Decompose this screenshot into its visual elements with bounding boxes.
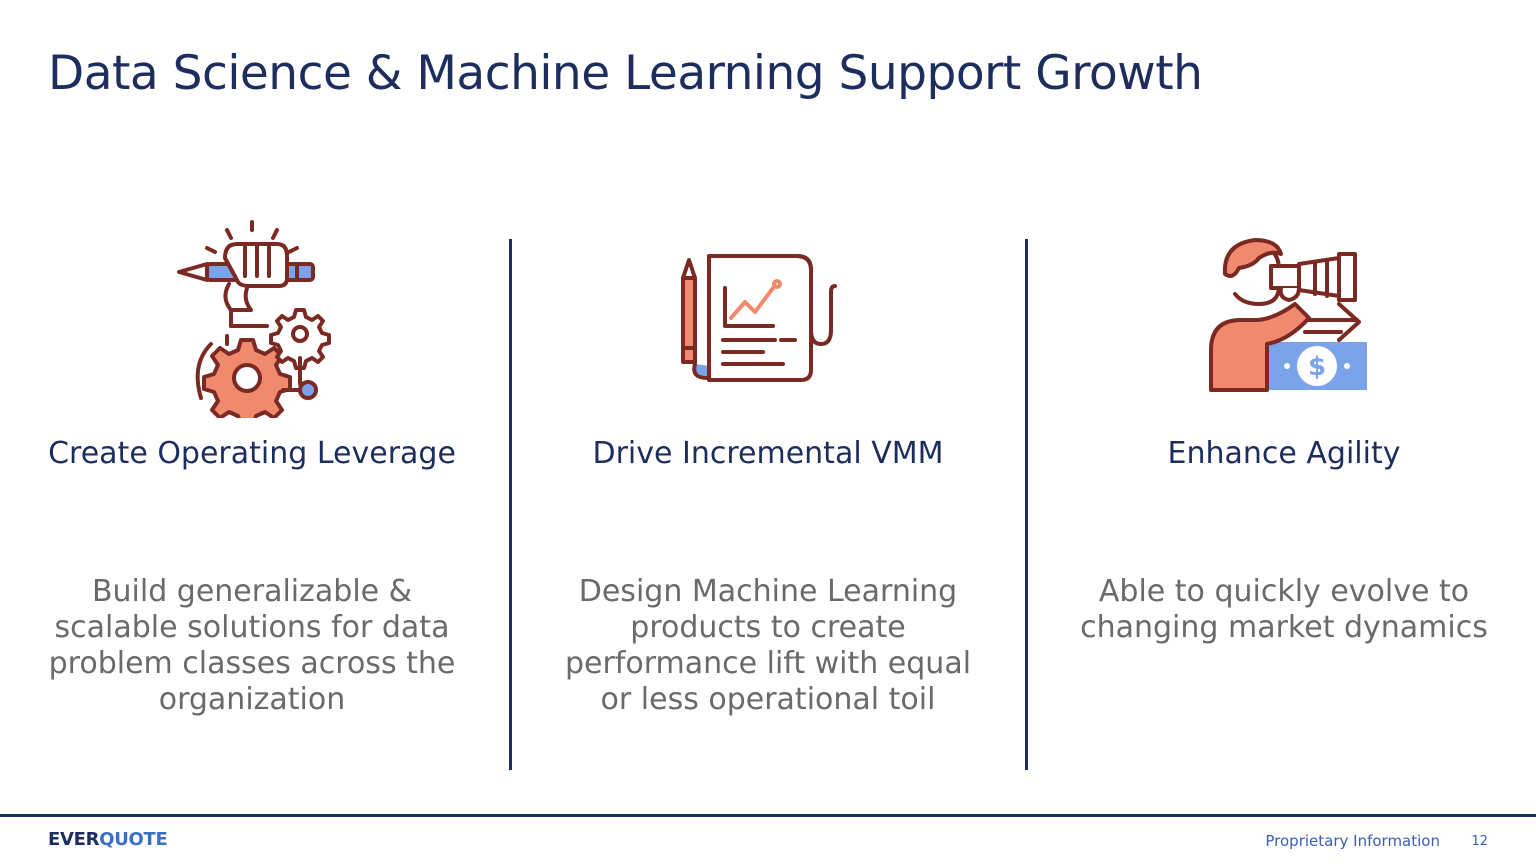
column-incremental-vmm: Drive Incremental VMM Design Machine Lea… (548, 210, 988, 770)
page-number: 12 (1471, 834, 1488, 849)
pencil-gears-icon (177, 220, 331, 418)
slide-title: Data Science & Machine Learning Support … (48, 46, 1203, 101)
column-heading: Drive Incremental VMM (592, 436, 944, 471)
everquote-logo: EVERQUOTE (48, 829, 168, 850)
logo-text-ever: EVER (48, 829, 100, 850)
column-operating-leverage: Create Operating Leverage Build generali… (32, 210, 472, 770)
logo-text-quote: QUOTE (99, 829, 168, 850)
footer-rule (0, 814, 1536, 817)
column-divider (509, 239, 512, 770)
telescope-person-icon: $ (1209, 238, 1367, 392)
column-divider (1025, 239, 1028, 770)
column-body: Able to quickly evolve to changing marke… (1080, 574, 1488, 645)
column-body: Design Machine Learning products to crea… (564, 574, 972, 717)
column-enhance-agility: $ Enhance Agility Able to quickly evolve… (1064, 210, 1504, 770)
column-heading: Enhance Agility (1167, 436, 1401, 471)
proprietary-note: Proprietary Information (1265, 832, 1440, 850)
column-body: Build generalizable & scalable solutions… (48, 574, 456, 717)
column-heading: Create Operating Leverage (48, 436, 456, 471)
report-chart-icon (681, 254, 837, 382)
svg-text:$: $ (1308, 352, 1326, 382)
